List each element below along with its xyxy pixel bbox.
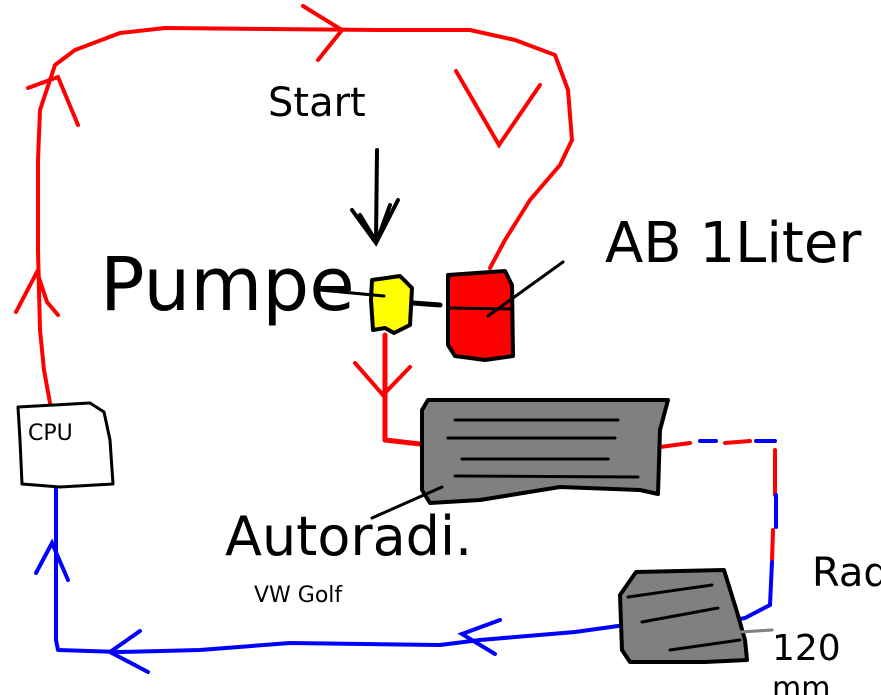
pump-label: Pumpe (100, 242, 355, 328)
start-label: Start (268, 80, 366, 126)
radiator-unit-label: mm (772, 671, 830, 695)
reservoir-label: AB 1Liter (605, 211, 862, 276)
flow-arrow-left-right (457, 618, 502, 656)
car-radiator-sublabel: VW Golf (254, 583, 343, 608)
reservoir-label-leader (448, 260, 565, 318)
radiator-size-label: 120 (772, 628, 841, 669)
cpu-block (16, 401, 115, 489)
car-radiator-label-leader (370, 485, 444, 520)
car-radiator-fins (446, 418, 640, 479)
hot-return-line (36, 26, 574, 405)
radiator-size-leader (738, 628, 774, 634)
car-radiator-label: Autoradi. (225, 505, 472, 568)
flow-arrow-up-cpu (34, 538, 70, 582)
reservoir (446, 269, 515, 362)
pump-label-leader (318, 288, 386, 298)
car-radiator (420, 398, 670, 505)
pump-outlet-line (382, 332, 423, 447)
radiator-label: Radi (812, 550, 881, 596)
flow-arrow-down-right (454, 69, 542, 149)
pump (369, 274, 414, 335)
pump-reservoir-connector (410, 300, 443, 308)
start-arrow-icon (350, 148, 400, 247)
flow-arrow-right-top (301, 4, 345, 62)
cold-line (54, 478, 620, 654)
flow-arrow-up-left (14, 266, 60, 317)
radiator-fins (626, 583, 742, 652)
flow-arrow-up-top-left (26, 74, 80, 127)
flow-arrow-down-pump (353, 361, 412, 398)
flow-arrow-left-bottom (106, 629, 150, 674)
cpu-label: CPU (28, 421, 73, 446)
